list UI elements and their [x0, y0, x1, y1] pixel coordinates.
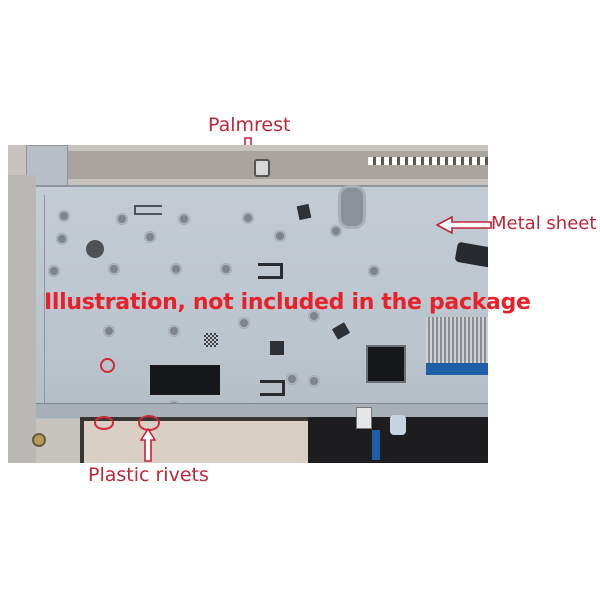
tab-slot — [260, 380, 285, 396]
tab-slot — [258, 263, 283, 279]
screw-hole — [108, 263, 120, 275]
arrow-left-icon — [436, 215, 492, 235]
brass-insert — [32, 433, 46, 447]
rivet-highlight-ring — [100, 358, 115, 373]
palmrest-left-rail — [8, 175, 36, 463]
black-pad — [366, 345, 406, 383]
data-matrix-code — [204, 333, 218, 347]
rivet-highlight-ring — [94, 416, 114, 430]
ribbon-cable-connector — [426, 363, 488, 375]
screw-hole — [286, 373, 298, 385]
screw-hole — [242, 212, 254, 224]
screw-hole — [103, 325, 115, 337]
standoff — [254, 159, 270, 177]
embossed-mount — [338, 185, 366, 229]
light-clip — [390, 415, 406, 435]
tab-slot — [134, 205, 162, 215]
screw-hole — [170, 263, 182, 275]
screw-hole — [58, 210, 70, 222]
palmrest-photo — [8, 145, 488, 463]
large-hole — [86, 240, 104, 258]
screw-hole — [368, 265, 380, 277]
screw-hole — [308, 375, 320, 387]
palmrest-bottom-rail — [36, 403, 488, 418]
clip-square — [296, 203, 312, 221]
arrow-up-icon — [140, 428, 156, 462]
screw-hole — [238, 317, 250, 329]
screw-hole — [168, 325, 180, 337]
screw-hole — [220, 263, 232, 275]
cable-blue-strip — [372, 430, 380, 460]
metal-sheet-inner-edge — [44, 195, 45, 405]
clip-square — [270, 341, 284, 355]
screw-hole — [330, 225, 342, 237]
metal-sheet-label: Metal sheet — [491, 213, 597, 234]
button-bracket — [356, 407, 372, 429]
screw-hole — [178, 213, 190, 225]
screw-hole — [48, 265, 60, 277]
screw-hole — [274, 230, 286, 242]
screw-hole — [144, 231, 156, 243]
illustration-note: Illustration, not included in the packag… — [44, 290, 531, 315]
screw-hole — [56, 233, 68, 245]
screw-hole — [116, 213, 128, 225]
palmrest-label: Palmrest — [208, 114, 291, 136]
screw-hole — [308, 310, 320, 322]
black-pad — [150, 365, 220, 395]
plastic-rivets-label: Plastic rivets — [88, 464, 209, 486]
trackpad-cutout — [80, 417, 312, 463]
vent-slots — [368, 157, 488, 165]
